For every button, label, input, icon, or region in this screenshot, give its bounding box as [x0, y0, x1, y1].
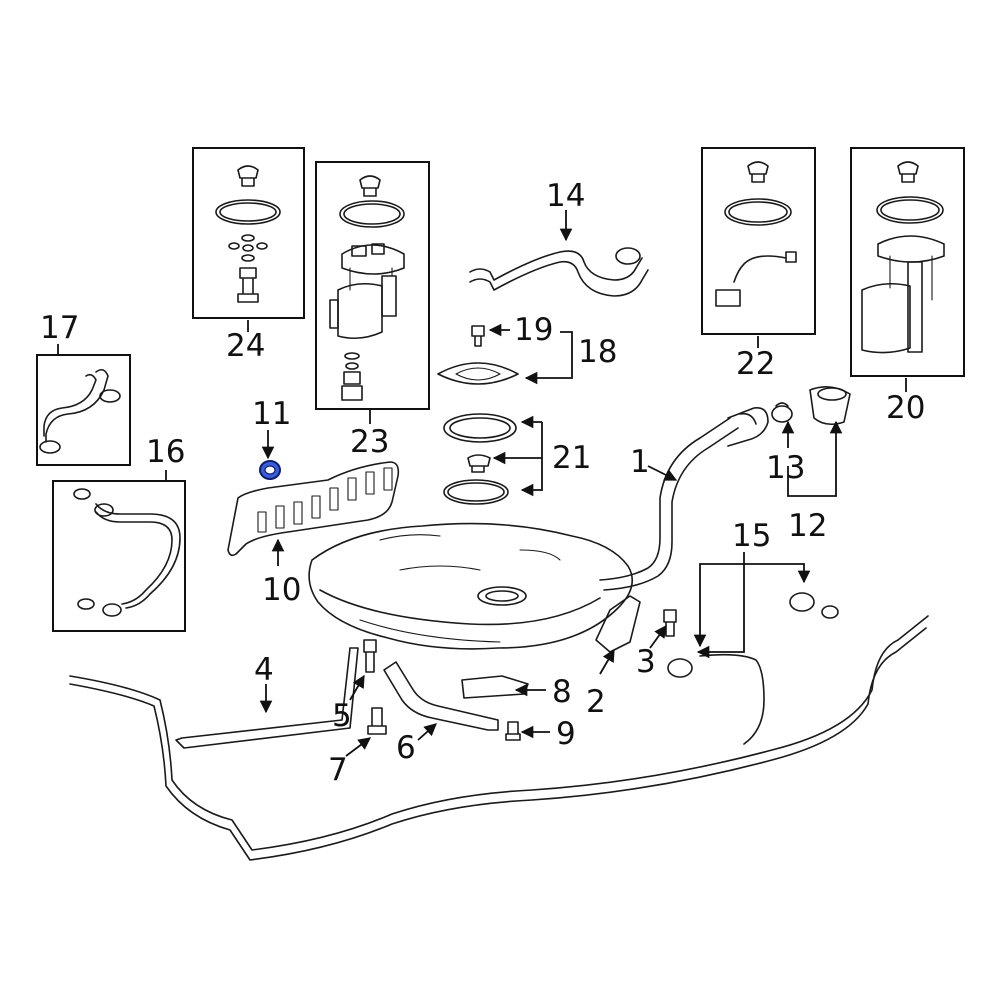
callout-4: 4	[254, 652, 274, 688]
bolt-7	[367, 707, 387, 735]
callout-9: 9	[556, 716, 576, 752]
callout-2: 2	[586, 684, 606, 720]
bracket-8	[461, 675, 529, 699]
callout-15: 15	[732, 518, 771, 554]
lock-ring-21	[443, 413, 517, 505]
inset-box-20	[850, 147, 965, 377]
vapor-hose-16	[73, 488, 181, 617]
fuel-pump-assembly-20	[861, 161, 945, 354]
callout-17: 17	[40, 310, 79, 346]
callout-11: 11	[252, 396, 291, 432]
fuel-line-15	[69, 592, 929, 861]
tank-strap-4	[175, 647, 359, 749]
inset-box-16	[52, 480, 186, 632]
callout-7: 7	[328, 752, 348, 788]
inset-box-22	[701, 147, 816, 335]
inset-box-23	[315, 161, 430, 410]
callout-19: 19	[514, 312, 553, 348]
vent-hose-14	[469, 247, 649, 297]
callout-16: 16	[146, 434, 185, 470]
fuel-level-sensor-22	[715, 161, 797, 307]
callout-18: 18	[578, 334, 617, 370]
bolt-5	[363, 639, 377, 673]
fuel-cap-13	[771, 402, 793, 423]
inset-box-17	[36, 354, 131, 466]
fuel-pump-assembly-23	[329, 175, 405, 401]
callout-12: 12	[788, 508, 827, 544]
callout-8: 8	[552, 674, 572, 710]
callout-21: 21	[552, 440, 591, 476]
callout-23: 23	[350, 424, 389, 460]
callout-20: 20	[886, 390, 925, 426]
cover-plate-18	[437, 362, 519, 385]
leader-lines	[57, 210, 907, 757]
fuel-tank	[308, 522, 634, 650]
bolt-3	[663, 609, 677, 637]
filler-neck-1	[599, 406, 769, 591]
callout-5: 5	[332, 698, 352, 734]
tank-strap-6	[383, 661, 499, 731]
vent-hose-17	[39, 368, 121, 454]
callout-10: 10	[262, 572, 301, 608]
callout-13: 13	[766, 450, 805, 486]
bolt-19	[471, 325, 485, 347]
callout-14: 14	[546, 178, 585, 214]
callout-1: 1	[630, 444, 650, 480]
filler-housing-12	[809, 386, 851, 426]
callout-3: 3	[636, 644, 656, 680]
bracket-2	[595, 595, 641, 653]
heat-shield-10	[227, 461, 400, 557]
bolt-9	[505, 721, 521, 741]
callout-24: 24	[226, 328, 265, 364]
callout-6: 6	[396, 730, 416, 766]
inset-box-24	[192, 147, 305, 319]
fuel-pump-kit-24	[215, 165, 281, 303]
callout-22: 22	[736, 346, 775, 382]
drain-plug-11[interactable]	[259, 460, 281, 480]
